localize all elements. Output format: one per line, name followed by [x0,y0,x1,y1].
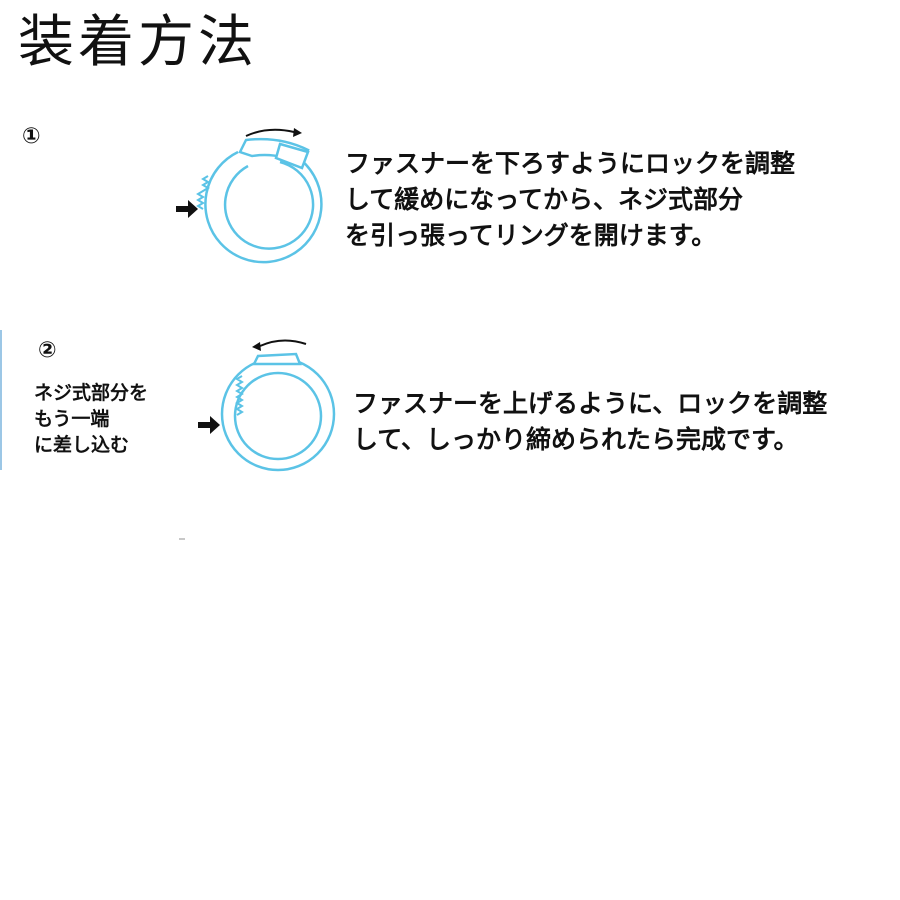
ring-buckle [251,352,302,366]
step-1-description: ファスナーを下ろすようにロックを調整 して緩めになってから、ネジ式部分 を引っ張… [345,146,795,254]
step-2-side-note: ネジ式部分を もう一端 に差し込む [34,380,148,458]
rotation-arrow-icon [259,339,307,347]
ring-teeth [235,375,244,416]
pointer-arrow-icon [198,416,220,434]
step-1-line-3: を引っ張ってリングを開けます。 [345,221,717,250]
ring-inner [223,160,315,250]
step-1-line-2: して緩めになってから、ネジ式部分 [345,185,744,214]
step-1-number: ① [22,124,41,149]
ring-teeth [196,175,210,210]
step-2-number: ② [38,338,57,363]
ring-buckle [274,142,310,170]
ring-open-icon [176,128,323,264]
side-note-line-3: に差し込む [34,434,130,456]
step-2-line-2: して、しっかり締められたら完成です。 [353,425,799,454]
rotation-arrowhead [293,128,302,137]
page-title: 装着方法 [18,10,258,75]
side-note-line-1: ネジ式部分を [34,382,149,404]
side-divider [0,330,2,470]
step-2-line-1: ファスナーを上げるように、ロックを調整 [353,389,828,418]
step-2-description: ファスナーを上げるように、ロックを調整 して、しっかり締められたら完成です。 [353,386,827,458]
side-note-line-2: もう一端 [34,408,110,430]
stray-mark [179,538,185,540]
rotation-arrow-icon [245,128,295,137]
ring-inner [233,371,323,461]
rotation-arrowhead [252,342,261,351]
step-1-line-1: ファスナーを下ろすようにロックを調整 [345,149,796,178]
pointer-arrow-icon [176,200,198,218]
ring-closed-icon [198,339,336,472]
